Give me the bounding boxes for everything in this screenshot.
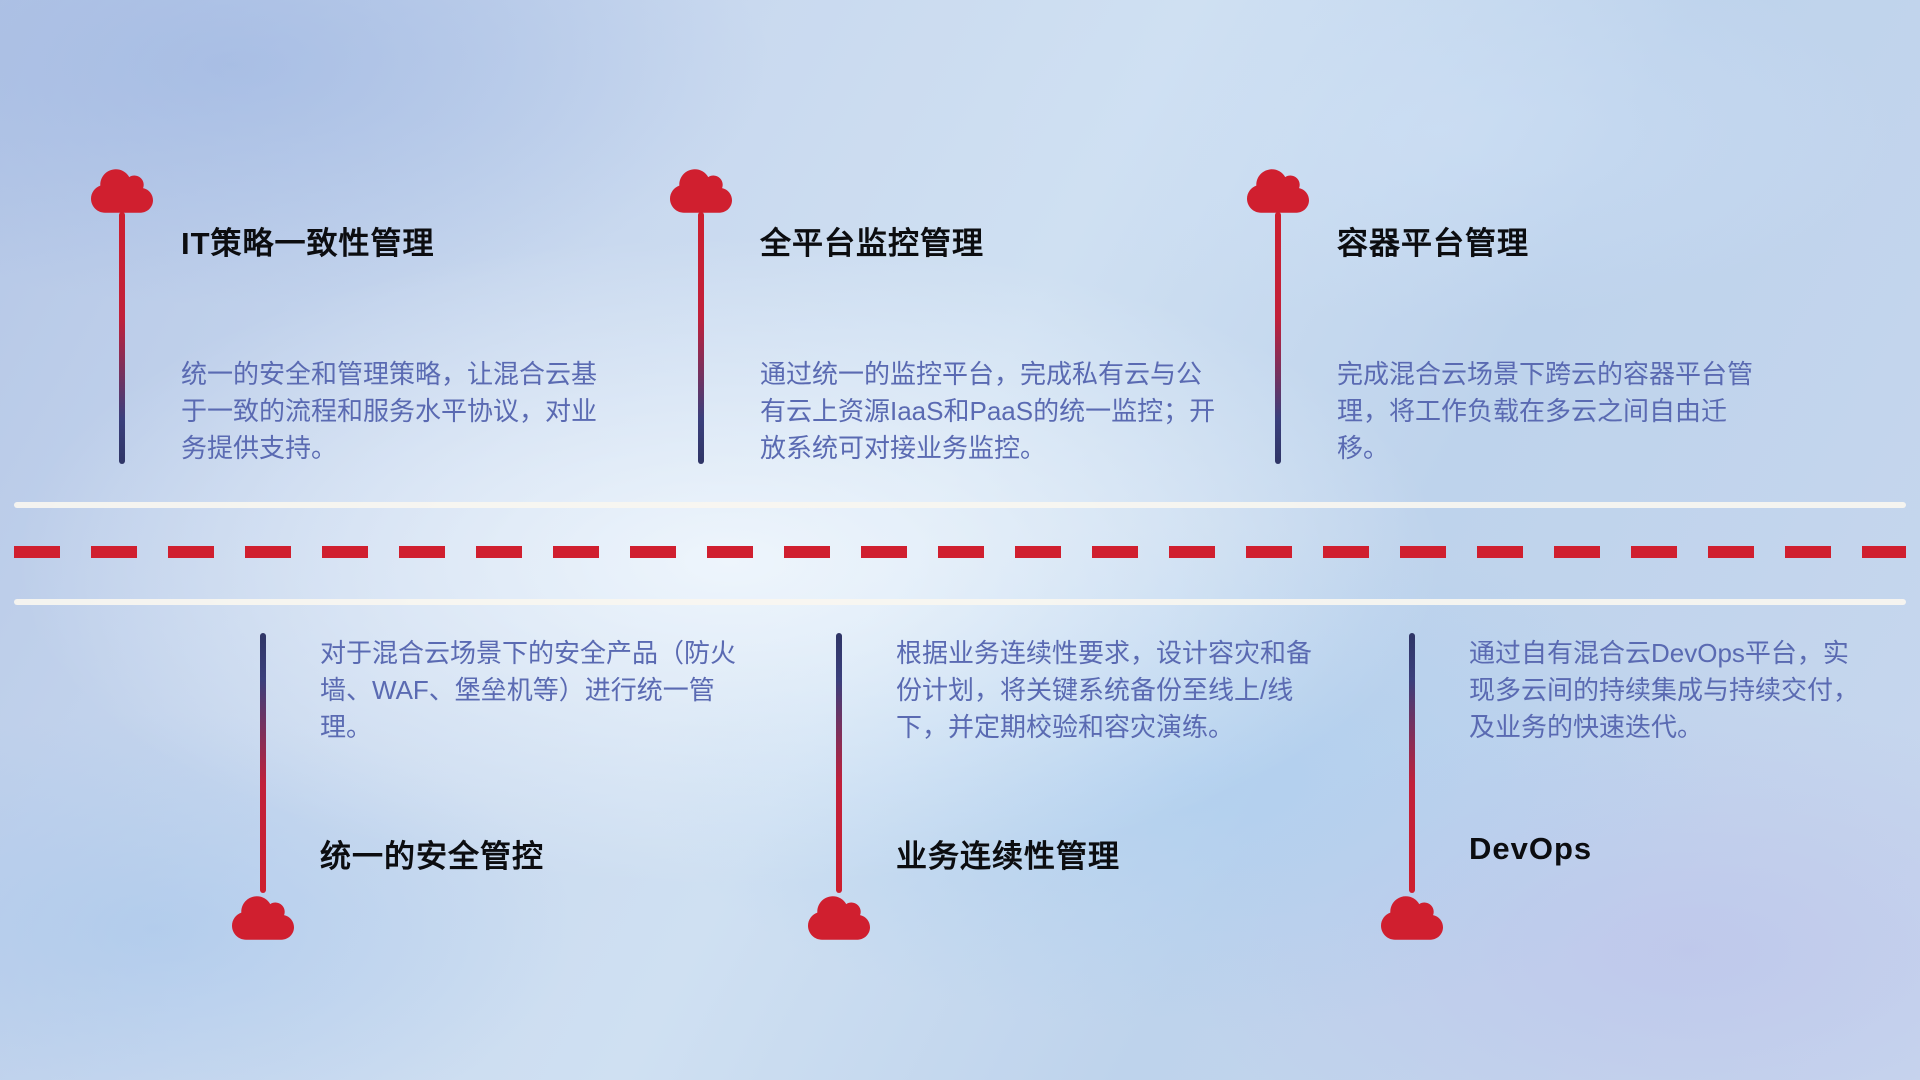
item-description: 根据业务连续性要求，设计容灾和备份计划，将关键系统备份至线上/线下，并定期校验和… bbox=[896, 638, 1313, 742]
timeline-stem bbox=[260, 633, 266, 893]
cloud-icon bbox=[808, 896, 870, 940]
cloud-icon-shape bbox=[670, 169, 732, 213]
item-description: 通过自有混合云DevOps平台，实现多云间的持续集成与持续交付，及业务的快速迭代… bbox=[1469, 638, 1860, 742]
timeline-stem bbox=[836, 633, 842, 893]
timeline-stem bbox=[1275, 212, 1281, 464]
cloud-icon bbox=[670, 169, 732, 213]
road-line-top bbox=[14, 502, 1906, 508]
item-title: 业务连续性管理 bbox=[896, 839, 1120, 874]
cloud-icon-shape bbox=[91, 169, 153, 213]
cloud-icon bbox=[1247, 169, 1309, 213]
road-line-bottom bbox=[14, 599, 1906, 605]
item-description: 完成混合云场景下跨云的容器平台管理，将工作负载在多云之间自由迁移。 bbox=[1337, 359, 1754, 463]
item-title: 统一的安全管控 bbox=[320, 839, 544, 874]
timeline-stem bbox=[1409, 633, 1415, 893]
timeline-stem bbox=[119, 212, 125, 464]
item-description: 通过统一的监控平台，完成私有云与公有云上资源IaaS和PaaS的统一监控；开放系… bbox=[760, 359, 1216, 463]
item-title: DevOps bbox=[1469, 831, 1593, 866]
road-dashed-line bbox=[14, 546, 1906, 558]
cloud-icon bbox=[1381, 896, 1443, 940]
cloud-icon bbox=[232, 896, 294, 940]
cloud-icon-shape bbox=[1381, 896, 1443, 940]
item-description: 对于混合云场景下的安全产品（防火墙、WAF、堡垒机等）进行统一管理。 bbox=[320, 638, 737, 742]
item-description: 统一的安全和管理策略，让混合云基于一致的流程和服务水平协议，对业务提供支持。 bbox=[181, 359, 598, 463]
cloud-icon-shape bbox=[1247, 169, 1309, 213]
cloud-icon-shape bbox=[808, 896, 870, 940]
item-title: 容器平台管理 bbox=[1337, 226, 1529, 261]
item-title: 全平台监控管理 bbox=[760, 226, 984, 261]
cloud-icon bbox=[91, 169, 153, 213]
item-title: IT策略一致性管理 bbox=[181, 226, 435, 261]
timeline-stem bbox=[698, 212, 704, 464]
cloud-icon-shape bbox=[232, 896, 294, 940]
